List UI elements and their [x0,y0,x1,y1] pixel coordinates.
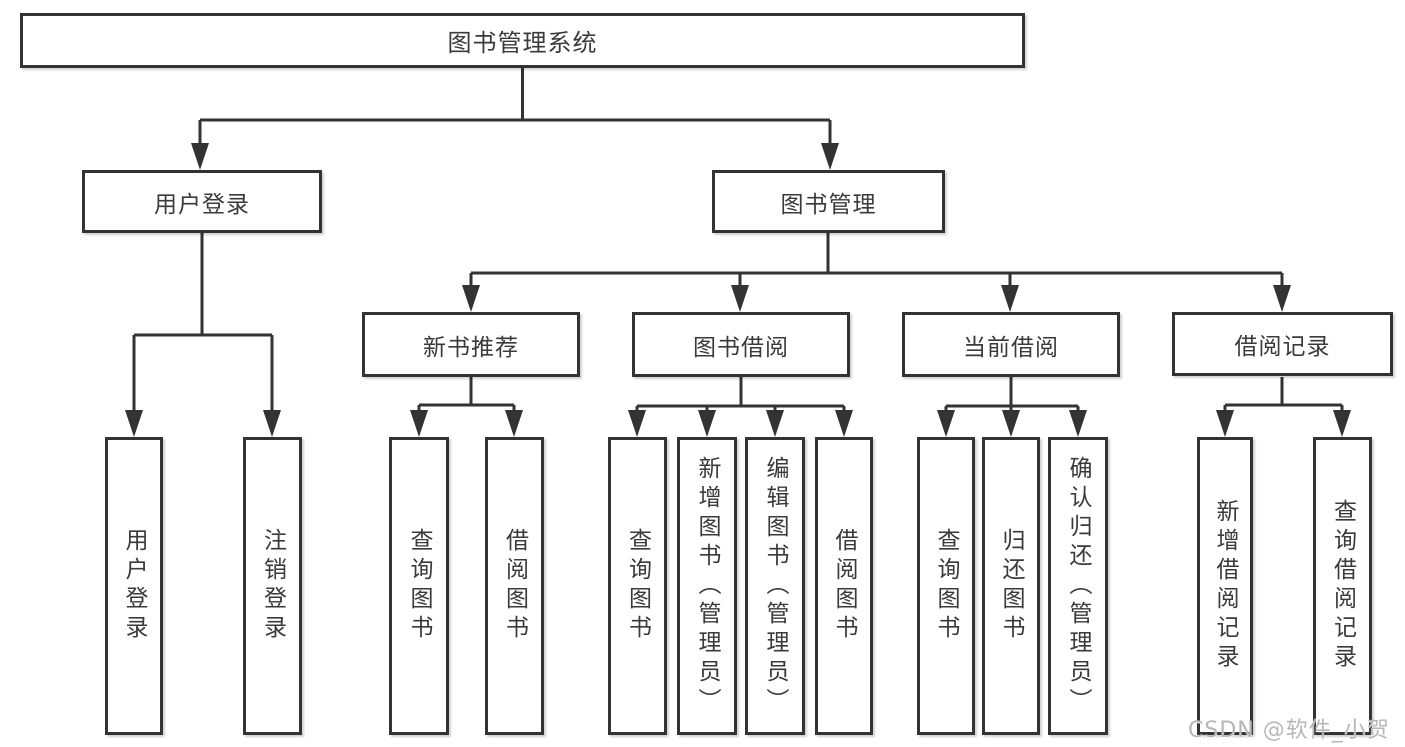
leaf-current-return-books: 归还图书 [982,437,1040,735]
arrowhead-down-icon [835,410,853,437]
arrowhead-down-icon [462,285,480,312]
arrowhead-down-icon [821,143,839,170]
arrowhead-down-icon [263,410,281,437]
leaf-borrow-query-books: 查询图书 [608,437,667,735]
leaf-rec-query-books: 查询图书 [389,437,449,735]
leaf-current-confirm-return-admin: 确认归还（管理员） [1048,437,1108,735]
arrowhead-down-icon [731,285,749,312]
leaf-user-login: 用户登录 [105,437,163,735]
arrowhead-down-icon [410,410,428,437]
leaf-borrow-add-books-admin: 新增图书（管理员） [677,437,737,735]
leaf-borrow-borrow-books: 借阅图书 [815,437,873,735]
leaf-logout: 注销登录 [243,437,302,735]
arrowhead-down-icon [1002,410,1020,437]
leaf-current-query-books: 查询图书 [917,437,975,735]
arrowhead-down-icon [766,410,784,437]
node-borrowing-records: 借阅记录 [1172,312,1393,376]
arrowhead-down-icon [937,410,955,437]
leaf-records-query-record: 查询借阅记录 [1313,437,1372,735]
node-book-borrowing: 图书借阅 [632,312,850,377]
arrowhead-down-icon [698,410,716,437]
arrowhead-down-icon [191,143,209,170]
arrowhead-down-icon [1069,410,1087,437]
leaf-records-add-record: 新增借阅记录 [1197,437,1253,735]
arrowhead-down-icon [1333,410,1351,437]
leaf-rec-borrow-books: 借阅图书 [485,437,544,735]
arrowhead-down-icon [628,410,646,437]
arrowhead-down-icon [505,410,523,437]
arrowhead-down-icon [1216,410,1234,437]
arrowhead-down-icon [125,410,143,437]
node-current-borrowing: 当前借阅 [902,312,1120,377]
node-new-book-recommendation: 新书推荐 [362,312,580,377]
node-library-management-system: 图书管理系统 [20,13,1025,68]
node-user-login: 用户登录 [82,170,322,233]
csdn-watermark: CSDN @软件_小贺同学 [1188,718,1390,743]
leaf-borrow-edit-books-admin: 编辑图书（管理员） [745,437,805,735]
arrowhead-down-icon [1273,285,1291,312]
node-book-management: 图书管理 [712,170,945,233]
arrowhead-down-icon [1001,285,1019,312]
